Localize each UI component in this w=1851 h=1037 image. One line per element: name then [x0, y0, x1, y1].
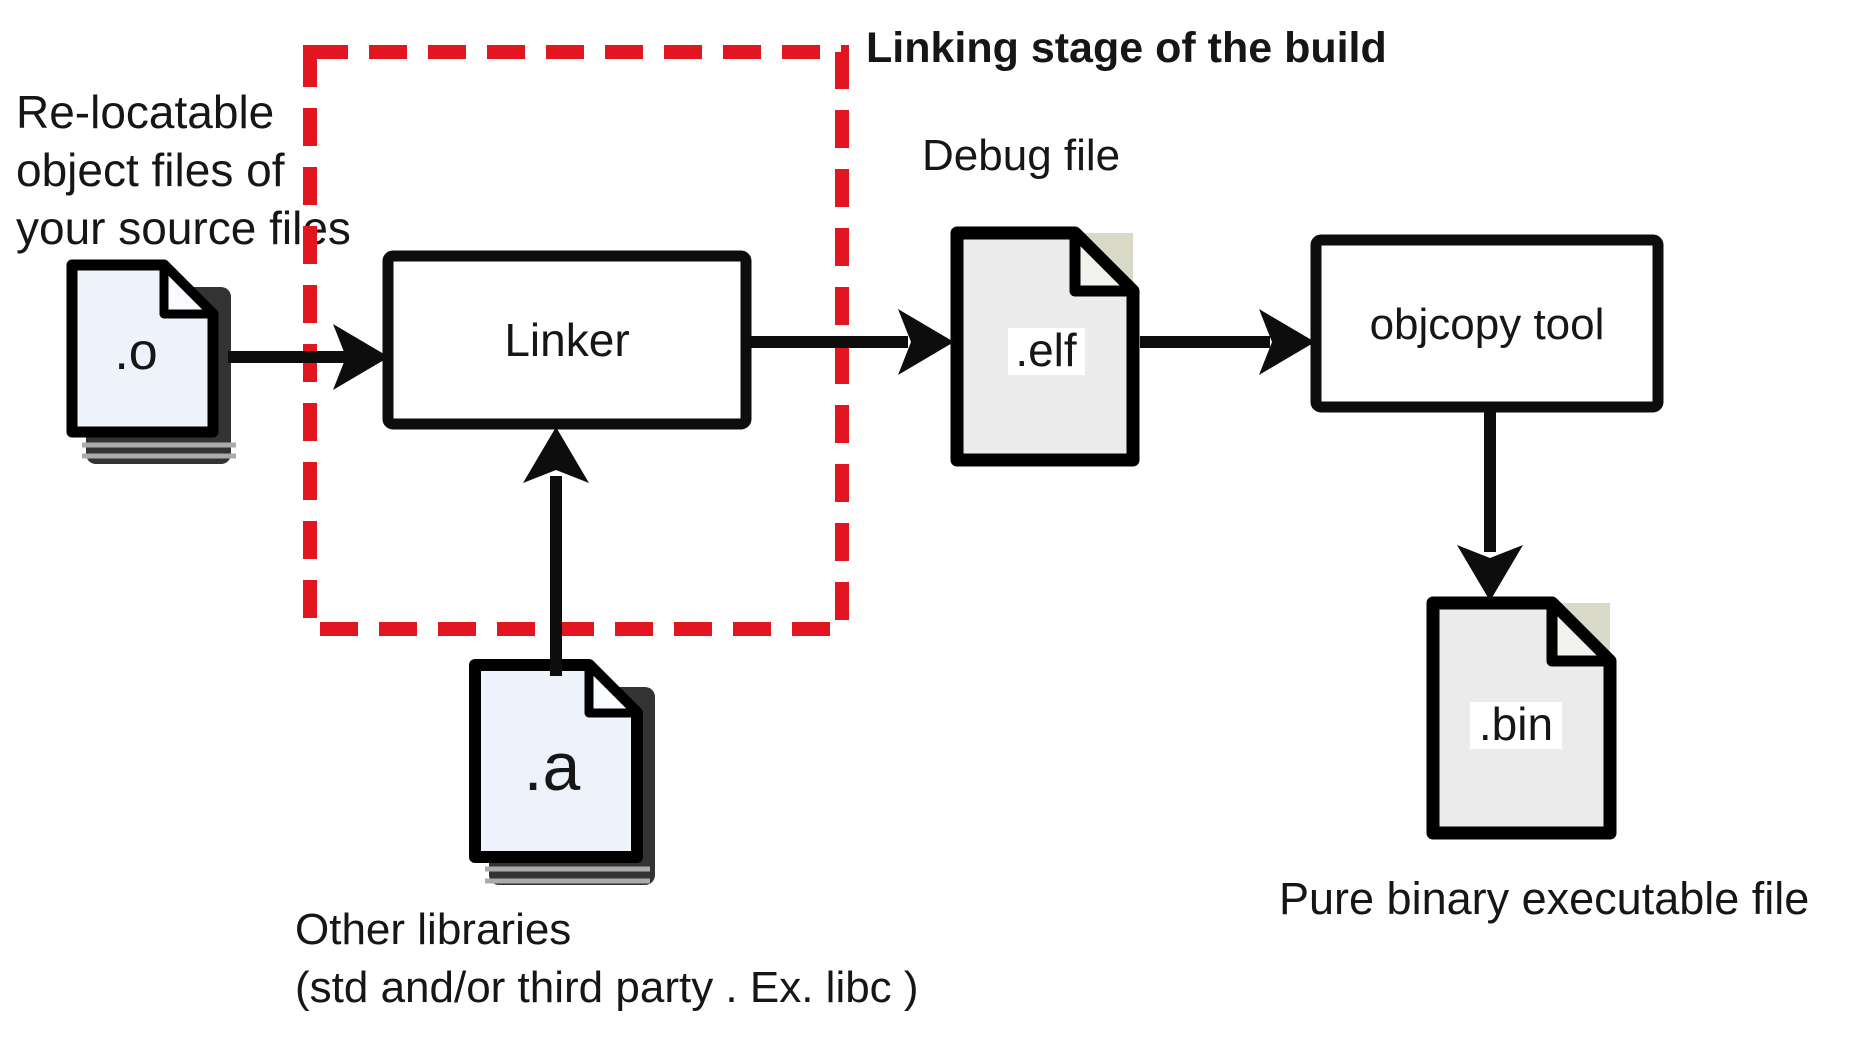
linker-label: Linker: [504, 314, 629, 366]
other-libraries-line-2: (std and/or third party . Ex. libc ): [295, 963, 919, 1012]
elf-file-icon: .elf: [950, 226, 1140, 467]
library-file-fold: [584, 660, 642, 718]
bin-file-label: .bin: [1479, 698, 1553, 750]
library-file-icon: .a: [469, 659, 655, 885]
linking-stage-title: Linking stage of the build: [866, 24, 1387, 72]
object-file-icon: .o: [66, 259, 236, 464]
object-file-label: .o: [114, 323, 157, 381]
relocatable-line-2: object files of: [16, 144, 285, 196]
arrow-objcopy-to-bin: [1457, 404, 1523, 601]
bin-file-fold: [1546, 597, 1616, 667]
objcopy-box: objcopy tool: [1310, 234, 1664, 413]
relocatable-line-1: Re-locatable: [16, 86, 274, 138]
arrows: [228, 309, 1523, 676]
library-file-label: .a: [524, 729, 581, 805]
linking-stage-box: [303, 45, 849, 636]
elf-file-fold: [1069, 227, 1139, 297]
other-libraries-label: Other libraries (std and/or third party …: [295, 905, 919, 1012]
pure-binary-label: Pure binary executable file: [1279, 873, 1809, 924]
other-libraries-line-1: Other libraries: [295, 905, 571, 954]
relocatable-line-3: your source files: [16, 202, 351, 254]
objcopy-label: objcopy tool: [1370, 300, 1605, 349]
elf-file-label-plate: [1008, 328, 1085, 375]
linker-box: Linker: [382, 250, 752, 430]
debug-file-label: Debug file: [922, 131, 1120, 180]
arrow-o-to-linker: [228, 324, 389, 390]
object-file-fold: [159, 260, 218, 319]
arrow-elf-to-objcopy: [1140, 309, 1315, 375]
relocatable-label: Re-locatable object files of your source…: [16, 86, 351, 254]
arrow-a-to-linker: [523, 427, 589, 676]
arrow-linker-to-elf: [744, 309, 954, 375]
bin-file-icon: .bin: [1426, 596, 1617, 840]
elf-file-label: .elf: [1015, 324, 1077, 376]
bin-file-label-plate: [1470, 702, 1562, 749]
